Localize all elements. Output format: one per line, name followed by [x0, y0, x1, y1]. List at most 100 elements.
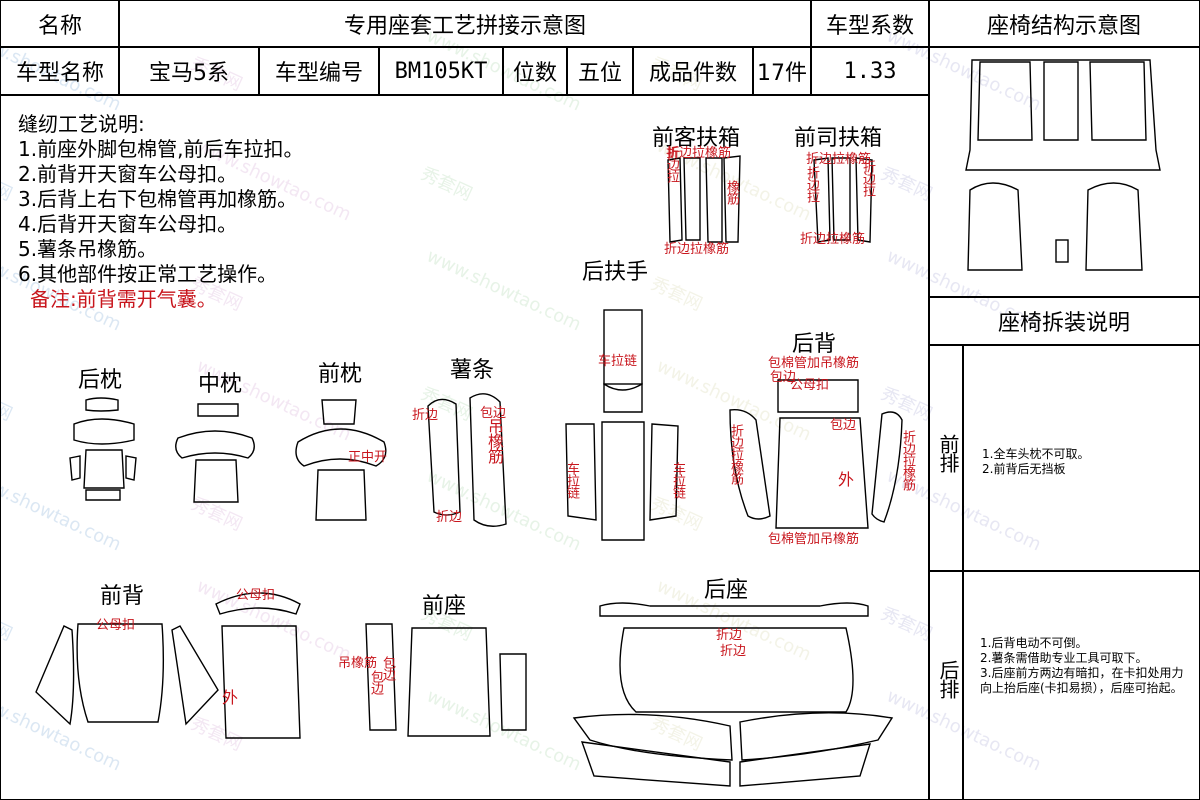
front-back-main — [76, 623, 165, 723]
annot-rear-back-outer: 外 — [838, 470, 855, 489]
mid-pillow-top — [197, 403, 239, 417]
rear-pillow-side-left — [69, 455, 81, 481]
pieces-label: 成品件数 — [632, 46, 754, 96]
structure-rear-back-left — [977, 61, 1033, 141]
label-rear-seat: 后座 — [704, 578, 749, 603]
note-item: 2.前背开天窗车公母扣。 — [18, 162, 238, 186]
name-label: 名称 — [0, 0, 120, 48]
fpb-mid-right — [705, 157, 723, 243]
annot-front-seat-hang: 吊橡筋 — [338, 656, 378, 671]
front-back-side-left — [35, 625, 75, 726]
annot-fries-hang: 吊橡筋 — [485, 418, 504, 463]
fries-right — [469, 393, 507, 527]
structure-center-box — [1055, 239, 1069, 263]
label-mid-pillow: 中枕 — [198, 372, 243, 397]
coef-value: 1.33 — [810, 46, 930, 96]
annot-rear-back-right: 折边拉橡筋 — [900, 430, 915, 490]
rear-armrest-cap — [603, 382, 643, 413]
rear-seat-main — [619, 627, 854, 713]
mid-pillow-front — [193, 459, 239, 503]
rear-seat-top — [599, 602, 869, 617]
mid-pillow-band — [175, 430, 255, 459]
seats-value: 五位 — [566, 46, 634, 96]
fries-left — [427, 398, 461, 516]
annot-rear-back-wrap: 包边 — [770, 370, 797, 385]
rear-armrest-right — [649, 423, 679, 521]
note-item: 6.其他部件按正常工艺操作。 — [18, 262, 278, 286]
annot-fries-wrap: 包边 — [480, 406, 507, 421]
label-front-pass-box: 前客扶箱 — [652, 126, 741, 151]
front-pillow-top — [321, 399, 357, 425]
label-front-driver-box: 前司扶箱 — [794, 126, 883, 151]
label-rear-pillow: 后枕 — [78, 368, 123, 393]
annot-armrest-right: 车拉链 — [670, 462, 685, 498]
structure-front-right-seat — [1085, 182, 1143, 271]
annot-rear-back-top: 包棉管加吊橡筋 — [768, 356, 860, 371]
fpb-right — [723, 155, 741, 243]
annot-rear-seat-fold: 折边 — [716, 628, 743, 643]
rear-back-side-right — [871, 411, 903, 523]
annot-fdb-left: 折边拉 — [804, 166, 819, 202]
rear-pillow-front — [83, 449, 125, 489]
rear-armrest-center — [601, 421, 645, 541]
model-name-label: 车型名称 — [0, 46, 120, 96]
rear-back-side-left — [729, 409, 771, 520]
note-item: 3.后背上右下包棉管再加橡筋。 — [18, 187, 298, 211]
rear-seat-bottom — [580, 741, 731, 787]
annot-fpb-right: 橡筋 — [724, 180, 739, 204]
fdb-mid — [831, 157, 851, 241]
rear-pillow-band — [73, 418, 135, 445]
label-rear-back: 后背 — [792, 332, 837, 357]
front-seat-main — [407, 627, 491, 737]
annot-rear-back-bottom: 包棉管加吊橡筋 — [768, 532, 860, 547]
annot-fdb-bottom: 折边拉橡筋 — [800, 232, 866, 247]
structure-rear-back-mid — [1043, 61, 1079, 141]
front-row-label: 前排 — [936, 434, 960, 472]
label-front-back: 前背 — [100, 584, 145, 609]
annot-fries-fold2: 折边 — [436, 510, 463, 525]
annot-front-pillow-open: 正中开 — [348, 450, 388, 465]
annot-front-back-outer: 外 — [222, 688, 239, 707]
seats-label: 位数 — [502, 46, 568, 96]
rear-seat-front-right — [739, 712, 894, 761]
annot-fdb-right: 折边拉 — [860, 160, 875, 196]
annot-fpb-bottom: 折边拉橡筋 — [664, 242, 730, 257]
annot-fpb-left: 折边拉 — [664, 146, 679, 182]
structure-rear-bench — [965, 59, 1161, 171]
notes-title: 缝纫工艺说明: — [18, 112, 145, 136]
annot-front-seat-wrap: 包边 — [368, 670, 383, 694]
model-no: BM105KT — [378, 46, 504, 96]
annot-fdb-top: 折边拉橡筋 — [806, 152, 872, 167]
model-name: 宝马5系 — [118, 46, 260, 96]
fpb-left — [667, 157, 683, 243]
rear-pillow-side-right — [125, 455, 137, 481]
rear-row-text: 1.后背电动不可倒。 2.薯条需借助专业工具可取下。 3.后座前方两边有暗扣，在… — [980, 636, 1184, 695]
annot-front-seat-wrap2: 包边 — [380, 656, 395, 680]
fpb-mid-left — [683, 157, 701, 241]
row-divider — [962, 344, 964, 800]
annot-armrest-left: 车拉链 — [564, 462, 579, 498]
structure-front-left-seat — [967, 182, 1023, 271]
front-row-text: 1.全车头枕不可取。 2.前背后无挡板 — [982, 447, 1090, 476]
front-back-side-right — [171, 625, 219, 726]
annot-front-back-top-snap: 公母扣 — [236, 588, 276, 603]
annot-front-back-snap: 公母扣 — [96, 618, 136, 633]
label-rear-armrest: 后扶手 — [582, 260, 649, 285]
disassembly-title: 座椅拆装说明 — [928, 296, 1200, 346]
front-back-rear — [221, 625, 301, 739]
front-pillow-front — [315, 469, 367, 521]
front-back-top — [215, 592, 301, 615]
annot-fpb-top: 折边拉橡筋 — [666, 146, 732, 161]
fdb-left — [813, 157, 831, 243]
front-seat-side-left — [365, 623, 397, 731]
page-title: 专用座套工艺拼接示意图 — [118, 0, 812, 48]
pieces-value: 17件 — [752, 46, 812, 96]
rear-back-top — [777, 379, 859, 413]
front-seat-side-right — [499, 653, 527, 731]
remark: 备注:前背需开气囊。 — [30, 287, 217, 311]
coef-label: 车型系数 — [810, 0, 930, 48]
rear-armrest-top — [603, 309, 643, 385]
front-pillow-band — [295, 428, 387, 467]
rear-back-main — [775, 417, 869, 529]
